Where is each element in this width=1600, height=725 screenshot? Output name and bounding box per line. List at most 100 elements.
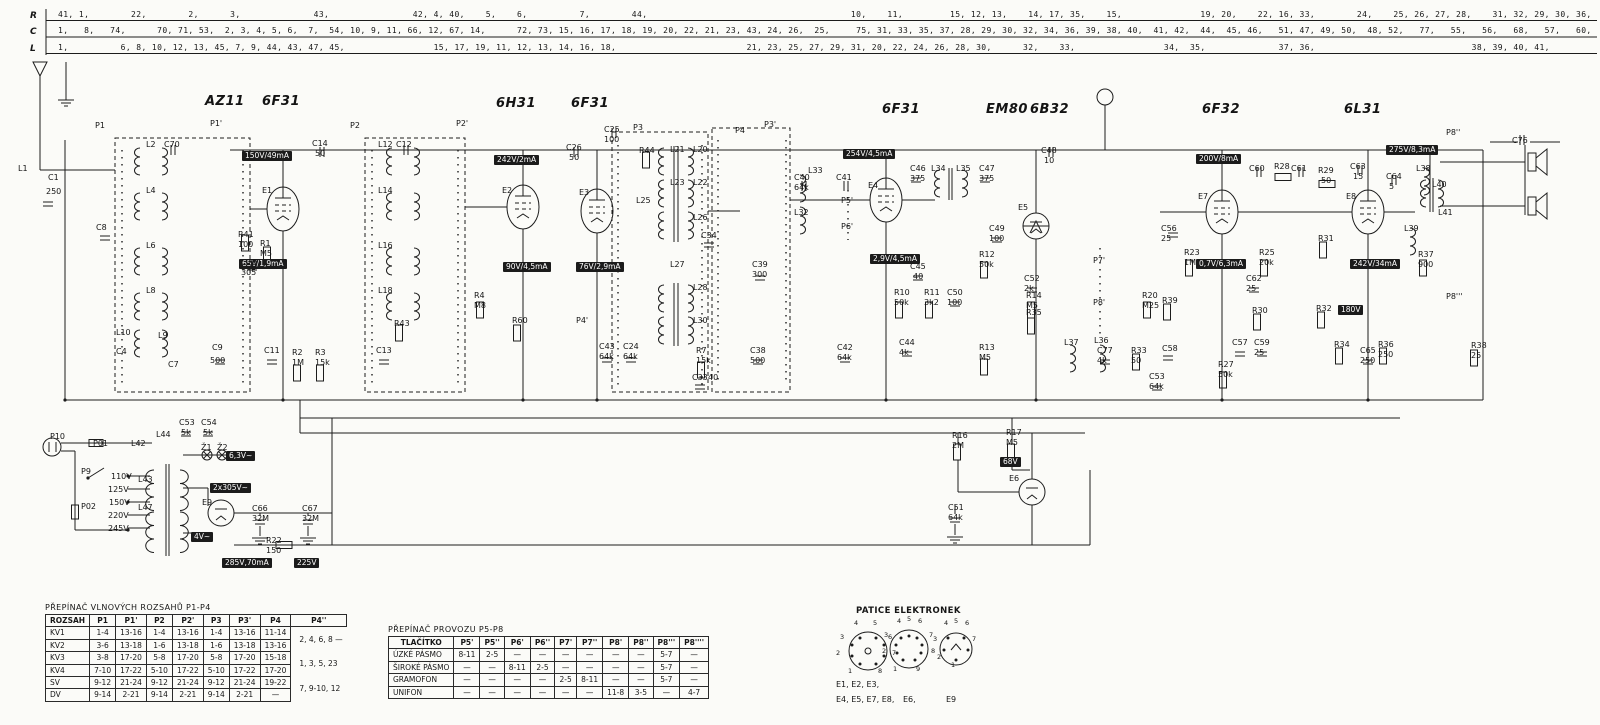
- index-row-r-values: 41, 1, 22, 2, 3, 43, 42, 4, 40, 5, 6, 7,…: [58, 10, 1596, 19]
- socket-pin-label: 2: [937, 653, 942, 661]
- component-label: 5k: [181, 428, 191, 437]
- socket-pin-label: 8: [878, 667, 883, 675]
- component-label: C56: [1161, 224, 1177, 233]
- component-label: 2M: [952, 441, 964, 450]
- component-label: 150V: [109, 498, 130, 507]
- table-cell: —: [503, 685, 531, 699]
- component-label: L20: [693, 145, 708, 154]
- component-label: E1: [262, 186, 273, 195]
- component-label: P1: [95, 121, 105, 130]
- component-label: C47: [979, 164, 995, 173]
- component-label: P6': [841, 222, 854, 231]
- socket-pin-label: 1: [848, 667, 853, 675]
- component-label: R25: [1259, 248, 1275, 257]
- table-cell: 1-6: [202, 638, 230, 653]
- table-cell: 2-21: [228, 688, 261, 702]
- component-label: 5: [1389, 182, 1395, 191]
- table-cell: 5-7: [652, 660, 681, 675]
- component-label: R28: [1274, 162, 1290, 171]
- component-label: R60: [512, 316, 528, 325]
- component-label: L26: [693, 213, 708, 222]
- table-cell: 13-16: [259, 638, 292, 653]
- socket-pin-label: 4: [897, 617, 902, 625]
- table-header-cell: ROZSAH: [44, 613, 91, 628]
- table-cell: —: [628, 648, 654, 662]
- table-cell: 4-7: [679, 685, 710, 699]
- component-label: C4: [116, 347, 127, 356]
- table-cell: —: [554, 685, 578, 699]
- table-cell: —: [453, 673, 481, 687]
- component-label: 50k: [979, 260, 994, 269]
- table-cell: 9-14: [145, 688, 173, 702]
- component-label: R11: [924, 288, 940, 297]
- component-label: L42: [131, 439, 146, 448]
- component-label: L47: [138, 503, 153, 512]
- component-label: P1': [210, 119, 223, 128]
- component-label: C64: [1386, 172, 1402, 181]
- socket-pin-label: 9: [916, 665, 921, 673]
- component-label: P2': [456, 119, 469, 128]
- component-label: 40: [708, 373, 719, 382]
- component-label: P3: [633, 123, 643, 132]
- table-cell: KV4: [44, 663, 91, 677]
- component-label: R33: [1131, 346, 1147, 355]
- component-label: M5: [1026, 301, 1038, 310]
- component-label: R3: [315, 348, 326, 357]
- component-label: C59: [1254, 338, 1270, 347]
- socket-pin-label: 6: [888, 633, 893, 641]
- component-label: R23: [1184, 248, 1200, 257]
- component-label: 4k: [1097, 356, 1107, 365]
- component-label: 3k2: [924, 298, 939, 307]
- component-label: R29: [1318, 166, 1334, 175]
- table-cell: KV3: [44, 651, 91, 665]
- component-label: C45: [910, 262, 926, 271]
- component-label: 375: [979, 174, 995, 183]
- tube-type-label: 6H31: [496, 96, 537, 111]
- measurement-badge: 68V: [1000, 457, 1021, 467]
- component-label: C61: [1291, 164, 1307, 173]
- component-label: L10: [116, 328, 131, 337]
- socket-pin-label: 2: [836, 649, 841, 657]
- table-header-cell: TLAČÍTKO: [387, 635, 455, 650]
- component-label: P8'': [1446, 128, 1461, 137]
- component-label: 25: [1161, 234, 1172, 243]
- component-label: R37: [1418, 250, 1434, 259]
- component-label: 15k: [696, 356, 711, 365]
- component-label: 15: [1353, 172, 1364, 181]
- component-label: R20: [1142, 291, 1158, 300]
- table-header-cell: P5'': [479, 635, 505, 650]
- table-cell: 3-5: [628, 685, 654, 699]
- table-cell: —: [652, 685, 681, 699]
- component-label: C10: [241, 258, 257, 267]
- table-cell: 13-18: [228, 638, 261, 653]
- table-cell: UNIFON: [387, 685, 455, 699]
- component-label: L12: [378, 140, 393, 149]
- table-cell: 17-22: [115, 663, 147, 677]
- socket-pin-label: 5: [873, 619, 878, 627]
- component-label: L16: [378, 241, 393, 250]
- component-label: C40: [794, 173, 810, 182]
- table-cell: GRAMOFON: [387, 673, 455, 687]
- table-cell: 8-11: [503, 660, 531, 675]
- component-label: P2: [350, 121, 360, 130]
- table-cell: 9-12: [89, 675, 117, 690]
- table-cell: KV1: [44, 626, 91, 640]
- measurement-badge: 254V/4,5mA: [843, 149, 896, 159]
- socket-caption-1: E1, E2, E3,: [836, 680, 880, 689]
- component-label: C52: [1024, 274, 1040, 283]
- table-cell: 17-22: [171, 663, 204, 677]
- component-label: E8: [1346, 192, 1357, 201]
- measurement-badge: 90V/4,5mA: [503, 262, 551, 272]
- component-label: L4: [146, 186, 156, 195]
- table-cell: —: [453, 660, 481, 675]
- component-label: C77: [1097, 346, 1113, 355]
- component-label: E3: [579, 188, 590, 197]
- component-label: P9: [81, 467, 91, 476]
- socket-pin-label: 1: [951, 661, 956, 669]
- table-cell: —: [554, 660, 578, 675]
- table-header-cell: P2: [145, 613, 173, 628]
